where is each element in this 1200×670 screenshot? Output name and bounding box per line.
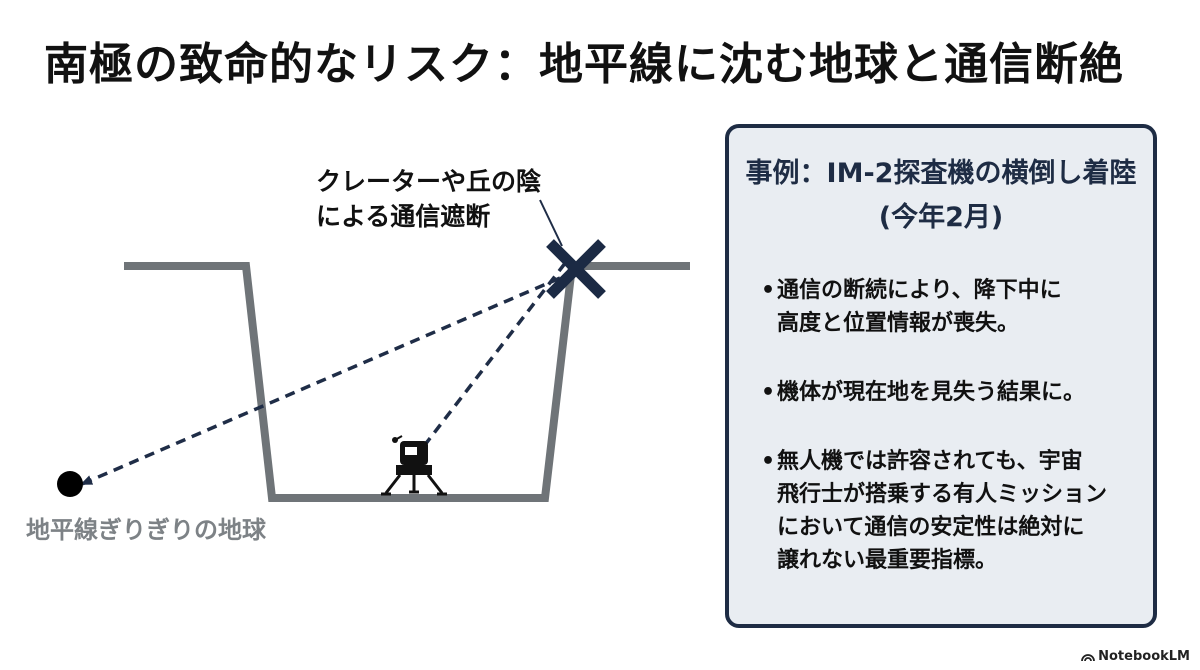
notebooklm-logo-icon bbox=[1081, 653, 1096, 661]
bullet-icon: • bbox=[761, 380, 776, 405]
earth-dot-icon bbox=[57, 471, 83, 497]
signal-path-from-lander bbox=[422, 260, 568, 448]
signal-path-to-earth bbox=[80, 276, 561, 486]
notebooklm-watermark: NotebookLM bbox=[1081, 649, 1190, 664]
label-leader-line bbox=[539, 199, 563, 247]
case-study-item: • 通信の断続により、降下中に 高度と位置情報が喪失。 bbox=[761, 274, 1135, 340]
case-study-list: • 通信の断続により、降下中に 高度と位置情報が喪失。 • 機体が現在地を見失う… bbox=[729, 274, 1153, 577]
crater-diagram bbox=[57, 199, 690, 502]
case-study-item: • 機体が現在地を見失う結果に。 bbox=[761, 376, 1135, 409]
blocked-x-icon bbox=[546, 239, 606, 299]
obstruction-label-line1: クレーターや丘の陰 bbox=[316, 167, 542, 196]
case-item-line: 通信の断続により、降下中に bbox=[777, 278, 1062, 303]
case-study-panel: 事例：IM-2探査機の横倒し着陸 (今年2月) • 通信の断続により、降下中に … bbox=[725, 124, 1157, 628]
case-item-line: において通信の安定性は絶対に bbox=[777, 515, 1085, 540]
obstruction-label: クレーターや丘の陰 による通信遮断 bbox=[316, 164, 541, 234]
watermark-text: NotebookLM bbox=[1098, 649, 1190, 664]
case-study-title-line1: 事例：IM-2探査機の横倒し着陸 bbox=[745, 158, 1137, 189]
case-study-title-line2: (今年2月) bbox=[878, 202, 1004, 233]
earth-label: 地平線ぎりぎりの地球 bbox=[26, 516, 266, 544]
bullet-icon: • bbox=[761, 278, 776, 303]
case-study-item: • 無人機では許容されても、宇宙 飛行士が搭乗する有人ミッション において通信の… bbox=[761, 445, 1135, 577]
case-item-line: 無人機では許容されても、宇宙 bbox=[777, 449, 1083, 474]
page-title: 南極の致命的なリスク：地平線に沈む地球と通信断絶 bbox=[44, 39, 1124, 90]
lunar-lander-icon bbox=[381, 435, 447, 496]
case-item-line: 飛行士が搭乗する有人ミッション bbox=[777, 482, 1108, 507]
obstruction-label-line2: による通信遮断 bbox=[316, 202, 491, 231]
case-item-line: 譲れない最重要指標。 bbox=[777, 548, 998, 573]
crater-terrain-line bbox=[124, 262, 690, 502]
case-item-line: 高度と位置情報が喪失。 bbox=[777, 311, 1020, 336]
case-item-line: 機体が現在地を見失う結果に。 bbox=[777, 380, 1086, 405]
case-study-title: 事例：IM-2探査機の横倒し着陸 (今年2月) bbox=[729, 152, 1153, 240]
bullet-icon: • bbox=[761, 449, 776, 474]
